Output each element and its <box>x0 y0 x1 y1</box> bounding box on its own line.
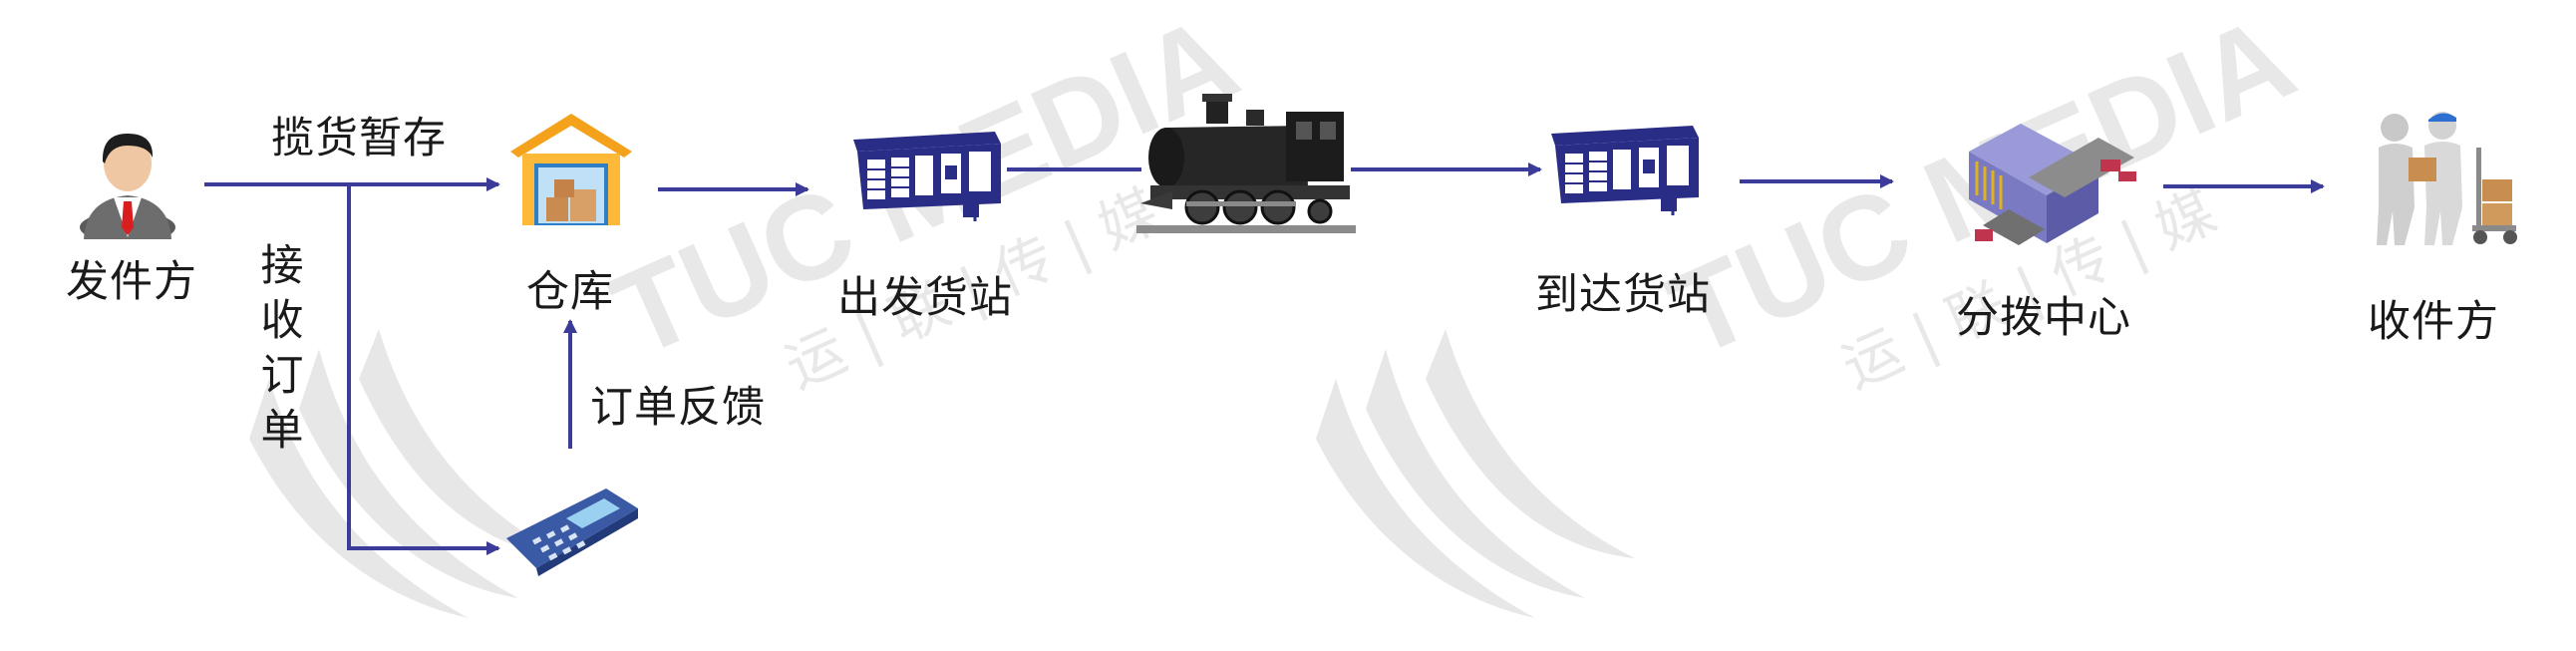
warehouse-icon <box>506 110 636 229</box>
receive-order-label: 接收订单 <box>260 241 304 456</box>
arrival-station-label: 到达货站 <box>1535 270 1711 320</box>
freight-station-icon <box>845 118 1005 227</box>
handheld-scanner-icon <box>496 479 646 578</box>
freight-station-icon <box>1543 112 1703 221</box>
warehouse-label: 仓库 <box>526 267 614 317</box>
arrow-receive-order-to-scanner <box>347 184 500 555</box>
delivery-people-icon <box>2365 108 2524 247</box>
pickup-storage-label: 揽货暂存 <box>271 114 447 163</box>
steam-locomotive-icon <box>1136 92 1356 241</box>
order-feedback-label: 订单反馈 <box>590 383 766 433</box>
sender-label: 发件方 <box>66 257 197 307</box>
sorting-machine-icon <box>1949 118 2148 257</box>
person-icon <box>78 128 177 239</box>
departure-station-label: 出发货站 <box>837 273 1013 323</box>
recipient-label: 收件方 <box>2368 297 2499 347</box>
distribution-center-label: 分拨中心 <box>1956 293 2131 343</box>
